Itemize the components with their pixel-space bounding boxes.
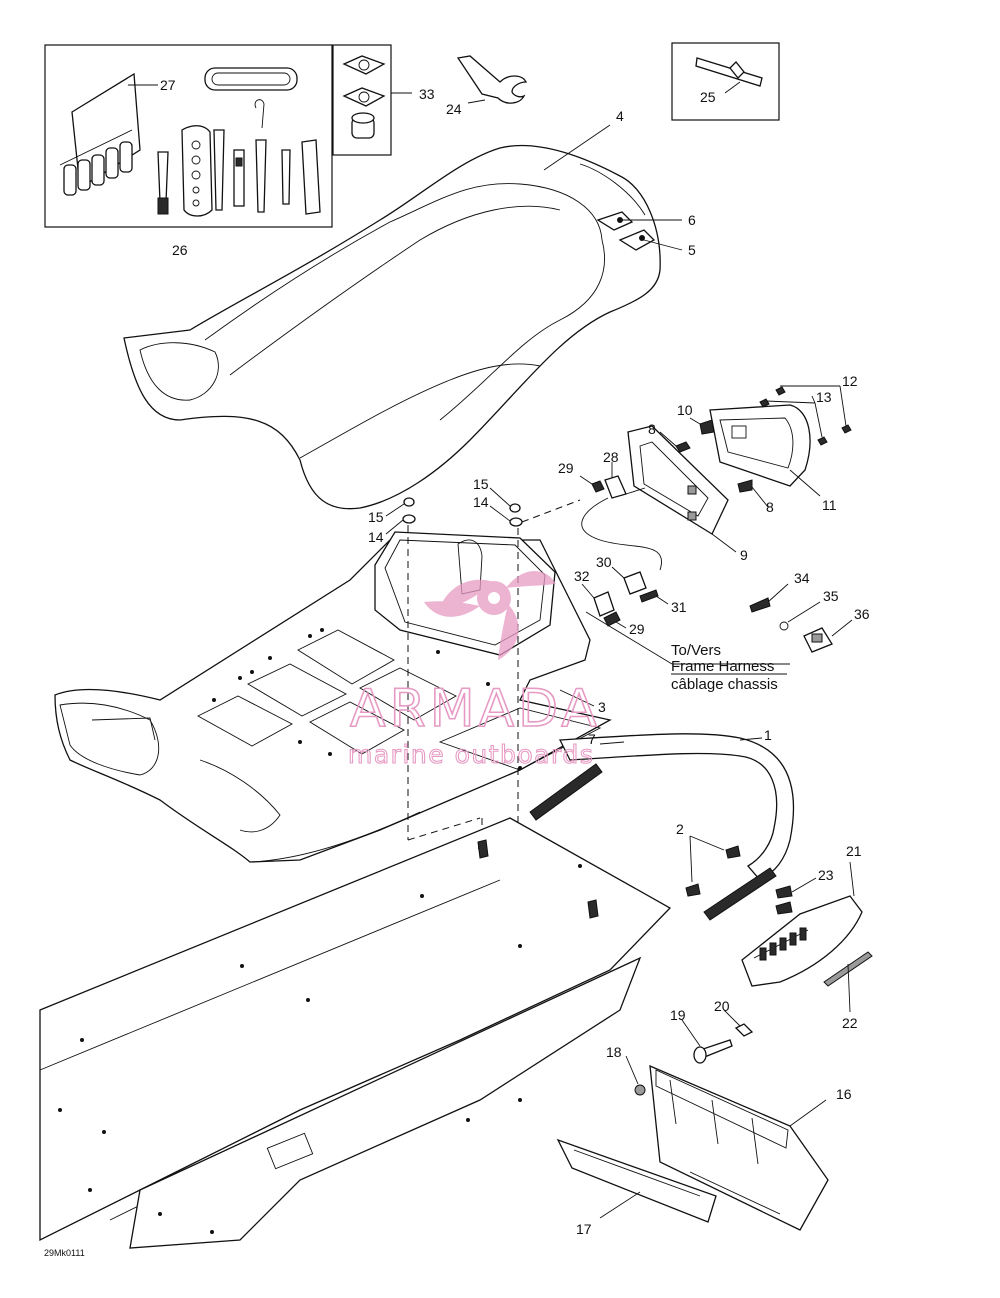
callout-9: 9	[740, 547, 748, 563]
callout-27: 27	[160, 77, 176, 93]
snow-flap-16-17	[556, 1009, 829, 1231]
inset-33	[332, 44, 412, 156]
harness-note-line1: To/Vers	[671, 642, 721, 659]
callout-25: 25	[700, 89, 716, 105]
callout-23: 23	[818, 867, 834, 883]
callout-19: 19	[670, 1007, 686, 1023]
callout-29b: 29	[629, 621, 645, 637]
washers-14-15	[385, 487, 523, 535]
callout-5: 5	[688, 242, 696, 258]
grab-handle-1	[529, 733, 795, 921]
callout-14b: 14	[473, 494, 489, 510]
callout-13: 13	[816, 389, 832, 405]
callout-32: 32	[574, 568, 590, 584]
callout-14a: 14	[368, 529, 384, 545]
callout-31: 31	[671, 599, 687, 615]
callout-28: 28	[603, 449, 619, 465]
callout-6: 6	[688, 212, 696, 228]
callout-7: 7	[588, 731, 596, 747]
callout-15b: 15	[473, 476, 489, 492]
spanner-wrench-24	[456, 55, 528, 104]
callout-18: 18	[606, 1044, 622, 1060]
inset-25	[671, 42, 780, 121]
callout-16: 16	[836, 1086, 852, 1102]
callout-8a: 8	[648, 421, 656, 437]
propeller-logo	[424, 570, 556, 660]
callout-30: 30	[596, 554, 612, 570]
callout-4: 4	[616, 108, 624, 124]
watermark-brand: ARMADA	[350, 679, 601, 739]
callout-26: 26	[172, 242, 188, 258]
harness-note-line2: Frame Harness	[671, 658, 774, 675]
callout-36: 36	[854, 606, 870, 622]
watermark-tagline: marine outboards	[348, 740, 594, 769]
callout-34: 34	[794, 570, 810, 586]
callout-15a: 15	[368, 509, 384, 525]
callout-24: 24	[446, 101, 462, 117]
tool-kit-inset	[44, 44, 333, 228]
drawing-code: 29Mk0111	[44, 1248, 85, 1258]
callout-12: 12	[842, 373, 858, 389]
seat-4	[123, 124, 683, 510]
callout-2: 2	[676, 821, 684, 837]
tunnel-chassis	[39, 817, 672, 1249]
callout-33: 33	[419, 86, 435, 102]
harness-note: To/Vers Frame Harness câblage chassis	[671, 642, 787, 693]
callout-22: 22	[842, 1015, 858, 1031]
callout-35: 35	[823, 588, 839, 604]
callout-3: 3	[598, 699, 606, 715]
tail-light-assembly	[579, 385, 853, 665]
callout-17: 17	[576, 1221, 592, 1237]
callout-21: 21	[846, 843, 862, 859]
bumper-end-21-22-23	[741, 861, 873, 1013]
callout-29a: 29	[558, 460, 574, 476]
callout-1: 1	[764, 727, 772, 743]
callout-20: 20	[714, 998, 730, 1014]
armada-watermark: ARMADA marine outboards	[347, 570, 601, 770]
callout-10: 10	[677, 402, 693, 418]
callout-8b: 8	[766, 499, 774, 515]
callout-11: 11	[822, 497, 837, 513]
harness-note-line3: câblage chassis	[671, 676, 778, 693]
callout-labels: 1 2 3 4 5 6 7 8 8 9 10 11 12 13 14 14 15…	[160, 77, 870, 1237]
